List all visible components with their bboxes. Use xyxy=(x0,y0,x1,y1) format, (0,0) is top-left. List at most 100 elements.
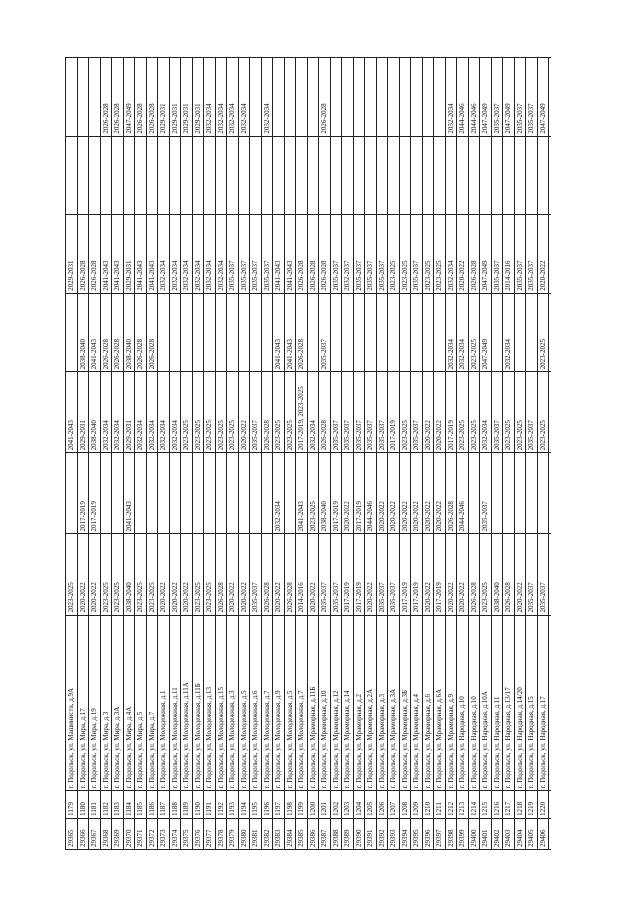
row-number-cell: 1220 xyxy=(537,790,549,819)
period-cell-6 xyxy=(364,136,376,215)
period-cell-6 xyxy=(261,136,273,215)
period-cell-2 xyxy=(537,452,549,534)
period-cell-4 xyxy=(387,293,399,372)
period-cell-3: 2035-2037 xyxy=(364,371,376,453)
period-cell-4: 2032-2034 xyxy=(445,293,457,372)
period-cell-5: 2035-2037 xyxy=(261,214,273,294)
period-cell-4: 2041-2043 xyxy=(272,293,284,372)
period-cell-5: 2032-2034 xyxy=(180,214,192,294)
row-number-cell: 1198 xyxy=(284,790,296,819)
period-cell-6 xyxy=(146,136,158,215)
period-cell-6 xyxy=(330,136,342,215)
period-cell-3: 2032-2034 xyxy=(146,371,158,453)
period-cell-5: 2023-2025 xyxy=(399,214,411,294)
period-cell-7: 2029-2031 xyxy=(180,57,192,137)
period-cell-6 xyxy=(157,136,169,215)
period-cell-2: 2035-2037 xyxy=(548,452,551,534)
row-number-cell: 1187 xyxy=(157,790,169,819)
address-cell: г. Подольск, ул. Мраморная, д.6 xyxy=(422,615,434,791)
period-cell-3: 2038-2040 xyxy=(88,371,100,453)
address-cell: г. Подольск, ул. Молодежная, д.11А xyxy=(180,615,192,791)
address-cell: г. Подольск, ул. Мраморная, д.3 xyxy=(376,615,388,791)
period-cell-2 xyxy=(238,452,250,534)
row-id-cell: 29368 xyxy=(100,818,112,850)
period-cell-1: 2035-2037 xyxy=(525,533,537,616)
period-cell-3: 2035-2037 xyxy=(410,371,422,453)
row-number-cell: 1194 xyxy=(238,790,250,819)
period-cell-5: 2041-2043 xyxy=(111,214,123,294)
period-cell-7: 2032-2034 xyxy=(215,57,227,137)
address-cell: г. Подольск, ул. Мраморная, д.9 xyxy=(445,615,457,791)
period-cell-1: 2023-2025 xyxy=(479,533,491,616)
period-cell-1: 2023-2025 xyxy=(192,533,204,616)
address-cell: г. Подольск, ул. Мраморная, д.6А xyxy=(433,615,445,791)
row-id-cell: 29404 xyxy=(514,818,526,850)
period-cell-5: 2029-2031 xyxy=(123,214,135,294)
period-cell-6 xyxy=(123,136,135,215)
row-id-cell: 29375 xyxy=(180,818,192,850)
period-cell-7 xyxy=(77,57,89,137)
period-cell-4: 2026-2028 xyxy=(134,293,146,372)
period-cell-1: 2020-2022 xyxy=(445,533,457,616)
address-cell: г. Подольск, ул. Мира, д.3А xyxy=(111,615,123,791)
row-number-cell: 1209 xyxy=(410,790,422,819)
period-cell-5: 2035-2037 xyxy=(330,214,342,294)
address-cell: г. Подольск, ул. Молодежная, д.5 xyxy=(238,615,250,791)
row-number-cell: 1186 xyxy=(146,790,158,819)
period-cell-7 xyxy=(364,57,376,137)
period-cell-4 xyxy=(422,293,434,372)
row-number-cell: 1181 xyxy=(88,790,100,819)
period-cell-6 xyxy=(410,136,422,215)
period-cell-4 xyxy=(514,293,526,372)
row-number-cell: 1202 xyxy=(330,790,342,819)
period-cell-3: 2035-2037 xyxy=(525,371,537,453)
period-cell-4: 2023-2025 xyxy=(537,293,549,372)
period-cell-1: 2017-2019 xyxy=(341,533,353,616)
period-cell-4 xyxy=(157,293,169,372)
period-cell-6 xyxy=(537,136,549,215)
period-cell-4 xyxy=(169,293,181,372)
period-cell-4 xyxy=(353,293,365,372)
address-cell: г. Подольск, ул. Народная, д.14/20 xyxy=(514,615,526,791)
period-cell-2: 2041-2043 xyxy=(295,452,307,534)
row-id-cell: 29370 xyxy=(123,818,135,850)
row-id-cell: 29383 xyxy=(272,818,284,850)
period-cell-3: 2017-2019 xyxy=(387,371,399,453)
period-cell-7: 2047-2049 xyxy=(123,57,135,137)
period-cell-5: 2035-2037 xyxy=(514,214,526,294)
period-cell-7 xyxy=(272,57,284,137)
period-cell-3: 2026-2028 xyxy=(318,371,330,453)
row-id-cell: 29398 xyxy=(445,818,457,850)
period-cell-2: 2023-2025 xyxy=(307,452,319,534)
period-cell-2 xyxy=(111,452,123,534)
period-cell-6 xyxy=(525,136,537,215)
period-cell-1: 2038-2040 xyxy=(491,533,503,616)
row-id-cell: 29385 xyxy=(295,818,307,850)
row-id-cell: 29377 xyxy=(203,818,215,850)
row-id-cell: 29365 xyxy=(65,818,77,850)
row-id-cell: 29392 xyxy=(376,818,388,850)
period-cell-1: 2020-2022 xyxy=(88,533,100,616)
period-cell-1: 2035-2037 xyxy=(318,533,330,616)
period-cell-7: 2035-2037 xyxy=(514,57,526,137)
period-cell-5: 2026-2028 xyxy=(318,214,330,294)
period-cell-1: 2026-2028 xyxy=(468,533,480,616)
row-id-cell: 29367 xyxy=(88,818,100,850)
period-cell-5: 2026-2028 xyxy=(307,214,319,294)
period-cell-4: 2026-2028 xyxy=(295,293,307,372)
period-cell-2 xyxy=(134,452,146,534)
period-cell-2: 2020-2022 xyxy=(376,452,388,534)
period-cell-6 xyxy=(134,136,146,215)
period-cell-6 xyxy=(111,136,123,215)
row-number-cell: 1189 xyxy=(180,790,192,819)
period-cell-3: 2032-2034 xyxy=(479,371,491,453)
period-cell-4 xyxy=(364,293,376,372)
period-cell-1: 2017-2019 xyxy=(399,533,411,616)
address-cell: г. Подольск, ул. Молодежная, д.9 xyxy=(272,615,284,791)
period-cell-4 xyxy=(399,293,411,372)
